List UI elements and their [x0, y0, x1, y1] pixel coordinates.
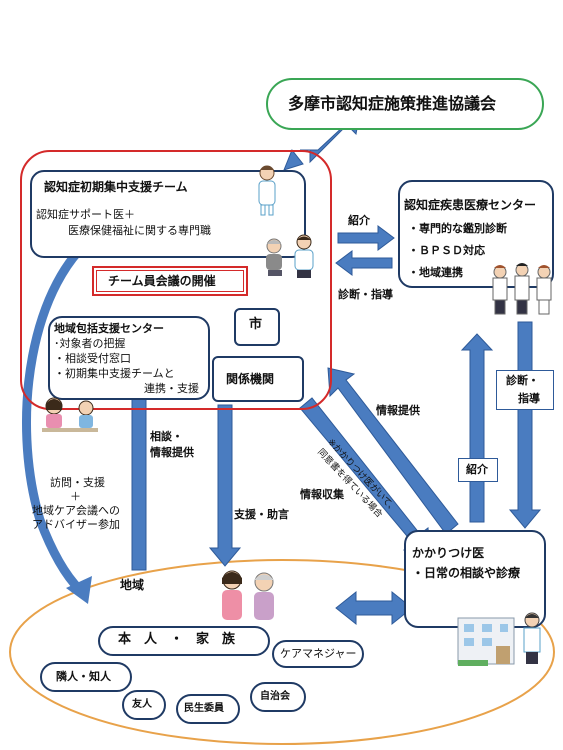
- gp-box: [404, 530, 546, 628]
- label-visit-line3: 地域ケア会議への: [32, 504, 120, 517]
- care-manager-label: ケアマネジャー: [280, 647, 357, 660]
- label-info-collect: 情報収集: [300, 488, 344, 501]
- team-title: 認知症初期集中支援チーム: [44, 180, 188, 194]
- neighbors-label: 隣人・知人: [56, 670, 111, 683]
- label-visit-line1: 訪問・支援: [50, 476, 105, 489]
- label-referral-up: 紹介: [466, 463, 488, 476]
- label-diagnosis-left: 診断・指導: [338, 288, 393, 301]
- center-box: [48, 316, 210, 400]
- city-box: [234, 308, 280, 346]
- center-line3: ・初期集中支援チームと: [54, 367, 175, 380]
- medical-center-line1: ・専門的な鑑別診断: [408, 222, 507, 235]
- gp-title: かかりつけ医: [412, 546, 485, 560]
- arrow-region-gp-double: [335, 590, 413, 626]
- arrow-visit-head: [66, 576, 92, 604]
- label-support-advice: 支援・助言: [234, 508, 289, 521]
- person-family-label: 本 人 ・ 家 族: [118, 632, 236, 647]
- center-title: 地域包括支援センター: [54, 322, 164, 335]
- label-consult-line2: 情報提供: [150, 446, 194, 459]
- commissioner-label: 民生委員: [184, 703, 224, 714]
- community-ellipse: [9, 559, 555, 745]
- agencies-box: [212, 356, 304, 402]
- team-frame: [20, 150, 332, 410]
- center-line1: ･対象者の把握: [54, 337, 126, 350]
- care-manager-box: [272, 640, 364, 668]
- label-visit-line4: アドバイザー参加: [32, 518, 120, 531]
- diag-down-box: [496, 370, 554, 410]
- commissioner-box: [176, 694, 240, 724]
- arrow-referral-right: [337, 225, 395, 251]
- referral-up-box: [458, 458, 498, 482]
- arrow-support-down: [208, 404, 242, 567]
- consultation-illustration: [38, 394, 102, 438]
- label-diag-line2: 指導: [518, 392, 540, 405]
- agencies-label: 関係機関: [226, 372, 275, 386]
- meeting-box: [92, 266, 248, 296]
- arrow-diagnosis-left: [335, 250, 393, 276]
- arrow-diag-down: [508, 321, 542, 529]
- medical-center-line2: ・ＢＰＳＤ対応: [408, 244, 485, 257]
- council-box: [266, 78, 544, 130]
- gp-line1: ・日常の相談や診療: [412, 566, 521, 580]
- friends-label: 友人: [132, 699, 152, 710]
- meeting-label: チーム員会議の開催: [108, 274, 216, 288]
- doctor-patient-illustration: [262, 232, 320, 280]
- label-info-provide: 情報提供: [376, 404, 420, 417]
- arrow-visit-curve: [22, 228, 103, 594]
- center-line4: 連携・支援: [144, 382, 199, 395]
- team-line1: 認知症サポート医＋: [36, 208, 135, 221]
- label-diag-line1: 診断・: [506, 374, 539, 387]
- medical-staff-illustration: [490, 262, 554, 318]
- label-referral-right: 紹介: [348, 214, 370, 227]
- friends-box: [122, 690, 166, 720]
- family-illustration: [212, 566, 286, 626]
- community-label: 自治会: [260, 691, 290, 702]
- neighbors-box: [40, 662, 132, 692]
- person-family-box: [98, 626, 270, 656]
- council-title: 多摩市認知症施策推進協議会: [288, 94, 497, 113]
- clinic-illustration: [456, 608, 548, 668]
- medical-center-title: 認知症疾患医療センター: [404, 198, 537, 212]
- arrow-referral-up: [460, 333, 494, 523]
- region-label: 地域: [120, 578, 145, 592]
- medical-center-line3: ・地域連携: [408, 266, 463, 279]
- nurse-illustration: [252, 164, 282, 216]
- label-visit-line2: ＋: [70, 490, 81, 503]
- label-consult-line1: 相談・: [150, 430, 183, 443]
- team-line2: 医療保健福祉に関する専門職: [68, 224, 211, 237]
- community-box: [250, 682, 306, 712]
- center-line2: ・相談受付窓口: [54, 352, 131, 365]
- city-label: 市: [249, 317, 263, 332]
